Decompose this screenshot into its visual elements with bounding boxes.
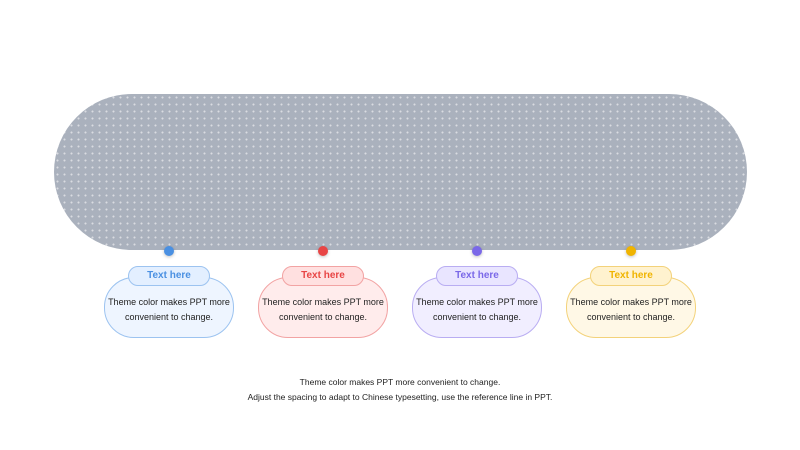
card-4-text: Theme color makes PPT more convenient to…	[570, 297, 692, 322]
marker-dot-4	[626, 246, 636, 256]
card-4-title: Text here	[590, 266, 672, 286]
footer-line-2: Adjust the spacing to adapt to Chinese t…	[247, 392, 553, 402]
marker-dot-2	[318, 246, 328, 256]
banner-image-placeholder	[54, 94, 747, 250]
footer-line-1: Theme color makes PPT more convenient to…	[299, 377, 501, 387]
marker-dot-1	[164, 246, 174, 256]
card-2-title: Text here	[282, 266, 364, 286]
card-1-text: Theme color makes PPT more convenient to…	[108, 297, 230, 322]
card-2: Theme color makes PPT more convenient to…	[258, 277, 388, 338]
card-3-text: Theme color makes PPT more convenient to…	[416, 297, 538, 322]
card-1-title: Text here	[128, 266, 210, 286]
card-1: Theme color makes PPT more convenient to…	[104, 277, 234, 338]
card-2-text: Theme color makes PPT more convenient to…	[262, 297, 384, 322]
card-4: Theme color makes PPT more convenient to…	[566, 277, 696, 338]
marker-dot-3	[472, 246, 482, 256]
card-3: Theme color makes PPT more convenient to…	[412, 277, 542, 338]
card-3-title: Text here	[436, 266, 518, 286]
